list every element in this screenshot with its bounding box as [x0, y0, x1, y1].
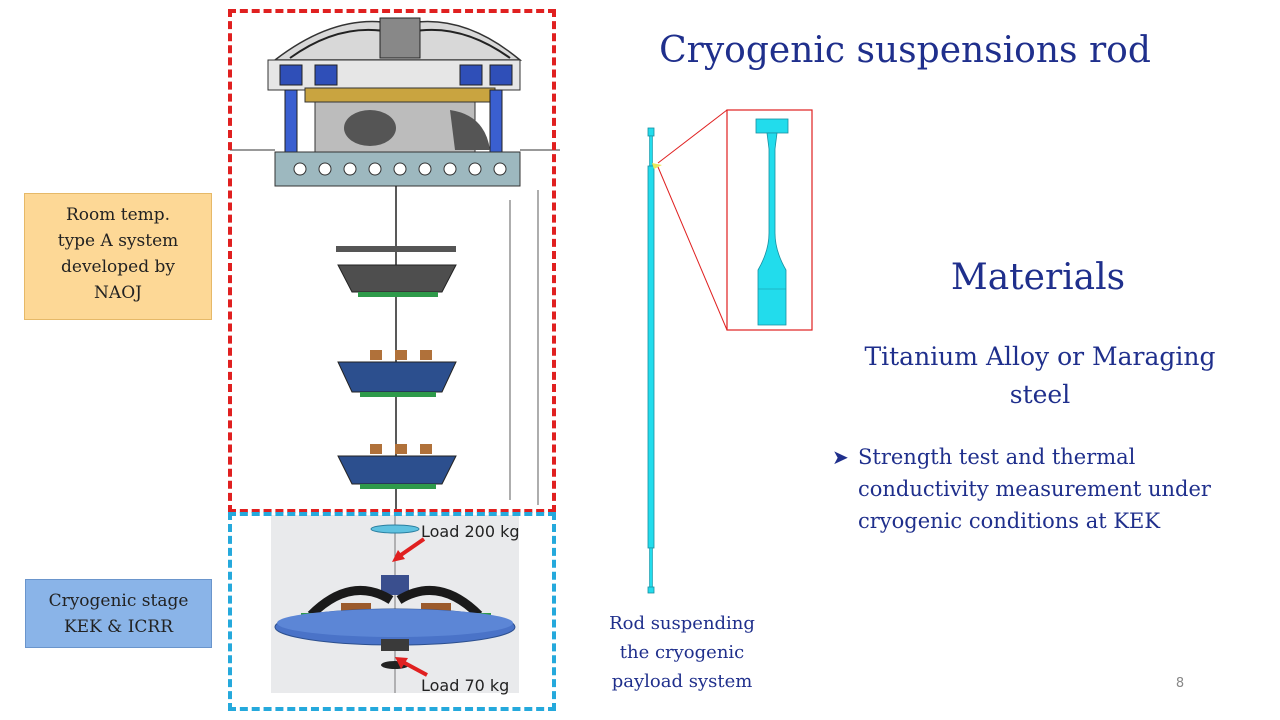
test-bullet-text: Strength test and thermal conductivity m… — [858, 445, 1211, 533]
room-temp-line-1: Room temp. — [65, 205, 171, 225]
material-options-line-1: Titanium Alloy or Maraging — [864, 342, 1216, 371]
material-options: Titanium Alloy or Maraging steel — [840, 338, 1240, 414]
rod-caption-line-2: the cryogenic — [619, 642, 745, 663]
load-70-label: Load 70 kg — [421, 676, 510, 695]
room-temp-line-2: type A system — [57, 231, 179, 251]
room-temp-frame — [228, 9, 556, 513]
rod-caption-line-3: payload system — [611, 671, 753, 692]
suspension-rod-drawing — [647, 109, 813, 594]
bullet-arrow-icon: ➤ — [832, 445, 849, 469]
page-number: 8 — [1175, 676, 1185, 691]
materials-heading: Materials — [950, 257, 1126, 298]
load-bottom-arrow-icon — [395, 657, 428, 677]
cryogenic-stage-label: Cryogenic stage KEK & ICRR — [25, 579, 212, 648]
load-top-arrow-icon — [392, 537, 426, 562]
cryogenic-stage-picture — [271, 515, 519, 693]
cryogenic-stage-frame — [228, 512, 556, 711]
cryogenic-stage-line-2: KEK & ICRR — [63, 617, 174, 637]
rod-caption-line-1: Rod suspending — [609, 613, 755, 634]
material-options-line-2: steel — [1009, 380, 1071, 409]
rod-caption: Rod suspending the cryogenic payload sys… — [592, 609, 772, 696]
room-temp-line-3: developed by — [61, 257, 175, 277]
room-temp-suspension-drawing — [230, 17, 560, 510]
cryogenic-stage-line-1: Cryogenic stage — [48, 591, 189, 611]
room-temp-line-4: NAOJ — [94, 283, 142, 303]
load-200-label: Load 200 kg — [421, 522, 520, 541]
room-temp-system-label: Room temp. type A system developed by NA… — [24, 193, 212, 320]
slide-title: Cryogenic suspensions rod — [659, 30, 1151, 71]
